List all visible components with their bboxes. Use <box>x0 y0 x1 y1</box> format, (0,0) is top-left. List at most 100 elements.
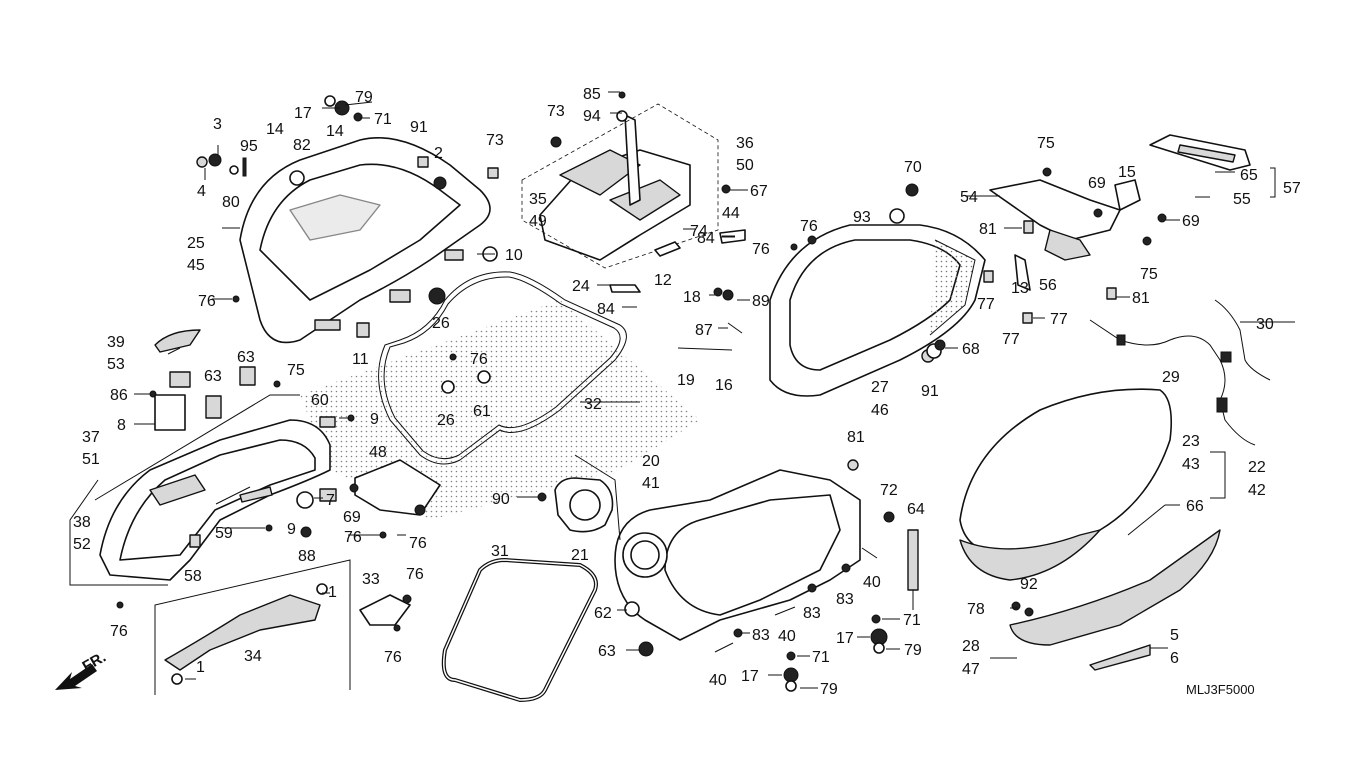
case-20 <box>614 469 861 641</box>
callout-4: 4 <box>197 183 206 200</box>
callout-77: 77 <box>1002 331 1020 348</box>
callout-86: 86 <box>110 387 128 404</box>
lid-27 <box>769 224 986 397</box>
callout-76: 76 <box>344 529 362 546</box>
callout-92: 92 <box>1020 576 1038 593</box>
callout-56: 56 <box>1039 277 1057 294</box>
gas-strut-64 <box>907 529 919 610</box>
callout-77: 77 <box>1050 311 1068 328</box>
callout-45: 45 <box>187 257 205 274</box>
callout-11: 11 <box>352 351 369 368</box>
callout-17: 17 <box>294 105 312 122</box>
callout-76: 76 <box>110 623 128 640</box>
callout-54: 54 <box>960 189 978 206</box>
diagram-code: MLJ3F5000 <box>1186 682 1255 697</box>
callout-82: 82 <box>293 137 311 154</box>
callout-61: 61 <box>473 403 491 420</box>
callout-76: 76 <box>409 535 427 552</box>
callout-40: 40 <box>709 672 727 689</box>
callout-71: 71 <box>903 612 921 629</box>
callout-85: 85 <box>583 86 601 103</box>
callout-27: 27 <box>871 379 889 396</box>
callout-80: 80 <box>222 194 240 211</box>
callout-53: 53 <box>107 356 125 373</box>
callout-94: 94 <box>583 108 601 125</box>
callout-76: 76 <box>752 241 770 258</box>
callout-3: 3 <box>213 116 222 133</box>
callout-91: 91 <box>410 119 428 136</box>
callout-49: 49 <box>529 213 547 230</box>
callout-79: 79 <box>820 681 838 698</box>
callout-43: 43 <box>1182 456 1200 473</box>
callout-84: 84 <box>597 301 615 318</box>
callout-83: 83 <box>803 605 821 622</box>
callout-28: 28 <box>962 638 980 655</box>
callout-78: 78 <box>967 601 985 618</box>
callout-93: 93 <box>853 209 871 226</box>
seal-31 <box>441 558 598 702</box>
callout-15: 15 <box>1118 164 1136 181</box>
callout-32: 32 <box>584 396 602 413</box>
callout-83: 83 <box>836 591 854 608</box>
callout-74: 74 <box>690 223 708 240</box>
callout-7: 7 <box>326 492 335 509</box>
callout-67: 67 <box>750 183 768 200</box>
callout-5: 5 <box>1170 627 1179 644</box>
callout-51: 51 <box>82 451 100 468</box>
callout-76: 76 <box>470 351 488 368</box>
lid-cover-23 <box>959 388 1173 581</box>
callout-26: 26 <box>432 315 450 332</box>
callout-81: 81 <box>979 221 997 238</box>
side-cover-37 <box>99 419 331 581</box>
callout-68: 68 <box>962 341 980 358</box>
callout-69: 69 <box>1088 175 1106 192</box>
callout-50: 50 <box>736 157 754 174</box>
callout-23: 23 <box>1182 433 1200 450</box>
emblem-65 <box>1149 134 1251 171</box>
callout-88: 88 <box>298 548 316 565</box>
callout-73: 73 <box>486 132 504 149</box>
callout-48: 48 <box>369 444 387 461</box>
callout-25: 25 <box>187 235 205 252</box>
callout-73: 73 <box>547 103 565 120</box>
callout-29: 29 <box>1162 369 1180 386</box>
rod-19 <box>677 347 733 351</box>
callout-14: 14 <box>326 123 344 140</box>
callout-36: 36 <box>736 135 754 152</box>
callout-64: 64 <box>907 501 925 518</box>
callout-18: 18 <box>683 289 701 306</box>
callout-17: 17 <box>741 668 759 685</box>
callout-95: 95 <box>240 138 258 155</box>
callout-57: 57 <box>1283 180 1301 197</box>
callout-9: 9 <box>370 411 379 428</box>
callout-19: 19 <box>677 372 695 389</box>
callout-60: 60 <box>311 392 329 409</box>
callout-75: 75 <box>1140 266 1158 283</box>
callout-35: 35 <box>529 191 547 208</box>
front-arrow-icon: FR. <box>55 649 109 690</box>
callout-17: 17 <box>836 630 854 647</box>
callout-62: 62 <box>594 605 612 622</box>
callout-72: 72 <box>880 482 898 499</box>
callout-6: 6 <box>1170 650 1179 667</box>
callout-labels: 1 1 2 3 4 5 6 7 8 9 9 10 11 12 13 14 14 … <box>73 86 1301 698</box>
inner-box-25 <box>239 137 491 344</box>
callout-58: 58 <box>184 568 202 585</box>
callout-66: 66 <box>1186 498 1204 515</box>
callout-16: 16 <box>715 377 733 394</box>
callout-76: 76 <box>198 293 216 310</box>
callout-89: 89 <box>752 293 770 310</box>
callout-52: 52 <box>73 536 91 553</box>
callout-83: 83 <box>752 627 770 644</box>
callout-55: 55 <box>1233 191 1251 208</box>
callout-46: 46 <box>871 402 889 419</box>
callout-63: 63 <box>598 643 616 660</box>
fasteners <box>116 91 1167 692</box>
callout-75: 75 <box>1037 135 1055 152</box>
wire-harness-29 <box>1089 299 1271 446</box>
callout-40: 40 <box>863 574 881 591</box>
callout-81: 81 <box>1132 290 1150 307</box>
callout-10: 10 <box>505 247 523 264</box>
callout-71: 71 <box>812 649 830 666</box>
callout-90: 90 <box>492 491 510 508</box>
